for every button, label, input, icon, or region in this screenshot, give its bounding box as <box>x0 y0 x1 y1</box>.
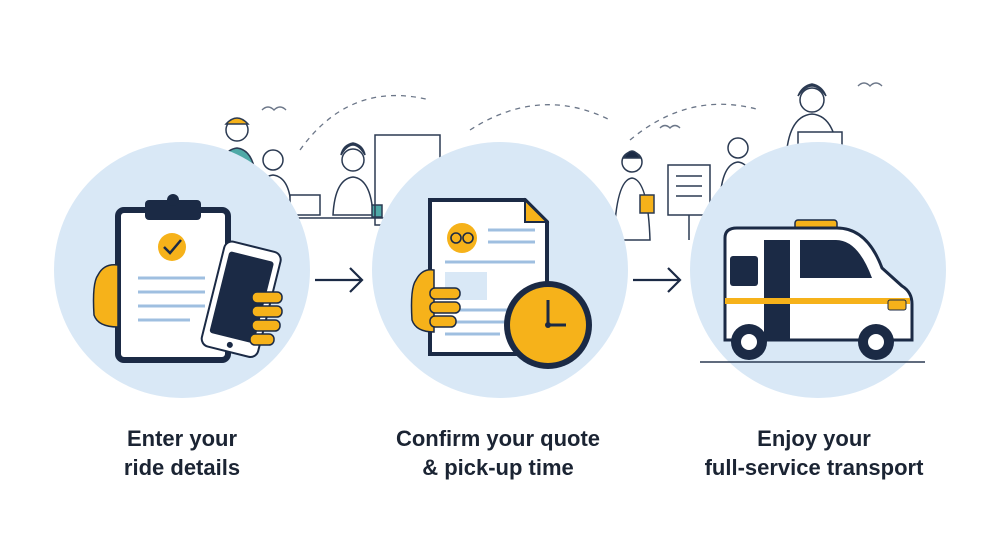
step-1-line-2: ride details <box>123 455 241 480</box>
arrow-right-icon <box>315 267 364 293</box>
step-3-line-1: Enjoy your <box>757 426 871 451</box>
step-3-line-2: full-service transport <box>704 455 924 480</box>
clipboard-phone-icon <box>92 194 283 363</box>
van-icon <box>700 219 925 363</box>
document-clock-icon <box>410 197 592 369</box>
step-2-line-1: Confirm your quote <box>395 426 601 451</box>
step-1-line-1: Enter your <box>126 426 238 451</box>
step-2-line-2: & pick-up time <box>422 455 574 480</box>
step-1-label: Enter your ride details <box>32 424 332 482</box>
arrow-right-icon <box>633 267 682 293</box>
bird-icon <box>261 82 883 129</box>
step-2-label: Confirm your quote & pick-up time <box>348 424 648 482</box>
dashed-path <box>299 94 761 151</box>
step-3-label: Enjoy your full-service transport <box>664 424 964 482</box>
